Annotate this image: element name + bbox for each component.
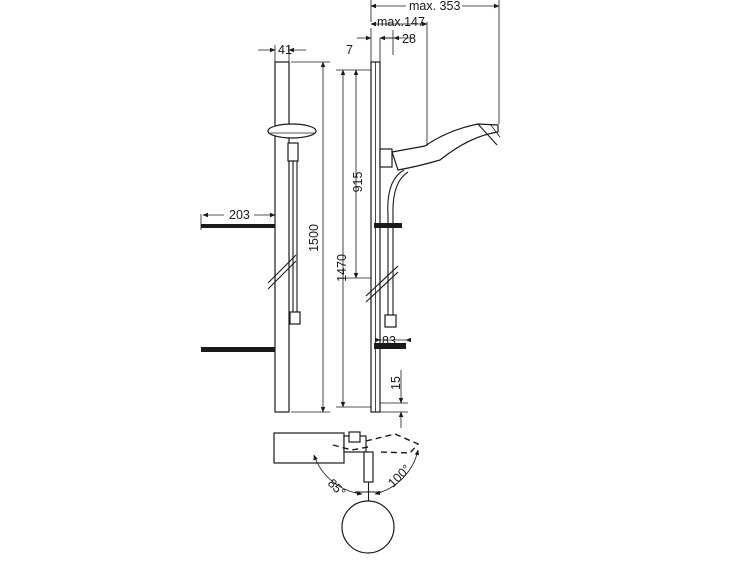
- detail-wall-block: [273, 432, 345, 464]
- rotation-detail: 85° 100°: [273, 431, 420, 554]
- angle-left-label: 85°: [325, 476, 348, 499]
- detail-stem: [363, 451, 374, 483]
- dim-soap-dish-label: 83: [382, 334, 396, 348]
- dim-shelf-depth: 203: [202, 207, 276, 222]
- dim-bar-length: 1470: [335, 69, 371, 408]
- dim-outreach-max: max. 353: [370, 0, 500, 124]
- dim-hose-length-label: 915: [351, 172, 365, 193]
- front-shelf-top: [201, 224, 275, 228]
- dim-outreach-max-label: max. 353: [409, 0, 460, 13]
- dim-total-height-label: 1500: [307, 224, 321, 252]
- side-view: [365, 61, 501, 413]
- angle-arc-left: [313, 454, 363, 496]
- side-slider: [379, 148, 393, 168]
- dim-bar-width: 41: [258, 43, 306, 62]
- break-mark: [267, 254, 297, 284]
- detail-rotated-left: [332, 444, 369, 451]
- side-shelf-top: [374, 223, 402, 228]
- dim-total-height: 1500: [291, 61, 330, 413]
- detail-shower-head: [341, 500, 395, 554]
- front-view: [200, 61, 317, 413]
- dim-bar-length-label: 1470: [335, 254, 349, 282]
- dim-shelf-depth-label: 203: [229, 208, 250, 222]
- dim-bottom-gap: 15: [380, 370, 408, 428]
- angle-arc-right: [374, 449, 420, 495]
- front-shelf-bottom: [201, 347, 275, 352]
- front-slider: [287, 142, 299, 162]
- dim-clearance-label: 7: [346, 43, 353, 57]
- dim-offset-label: 28: [402, 32, 416, 46]
- front-hose-end: [289, 311, 301, 325]
- dim-bottom-gap-label: 15: [389, 376, 403, 390]
- dim-offset: 28: [380, 30, 416, 55]
- dim-outreach-min: max.147: [370, 15, 428, 146]
- side-hand-shower: [391, 123, 499, 171]
- side-hose: [387, 169, 405, 325]
- front-shower-head: [267, 123, 317, 139]
- dim-clearance: 7: [346, 28, 394, 62]
- dim-hose-length: 915: [345, 69, 371, 279]
- dim-soap-dish: 83: [374, 334, 412, 348]
- break-mark: [267, 260, 297, 290]
- side-hose-end: [384, 314, 397, 328]
- detail-rotated-right: [365, 433, 420, 454]
- dim-outreach-min-label: max.147: [377, 15, 425, 29]
- front-wall-bar: [274, 61, 290, 413]
- dim-bar-width-label: 41: [278, 43, 292, 57]
- side-shelf-bottom: [374, 343, 406, 349]
- angle-right-label: 100°: [385, 462, 413, 490]
